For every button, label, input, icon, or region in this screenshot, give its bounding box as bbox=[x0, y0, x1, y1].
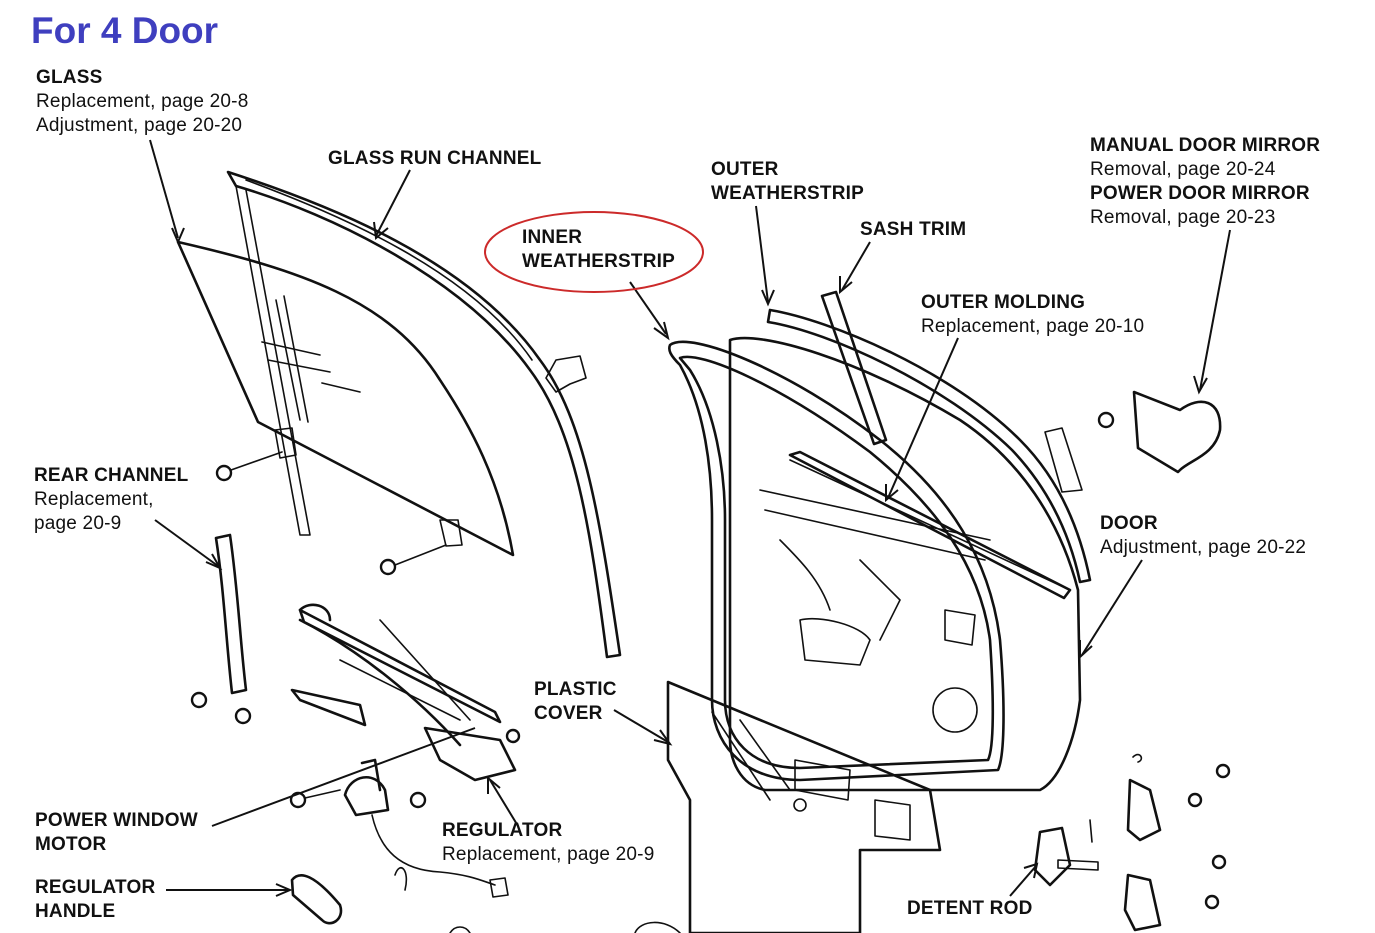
plastic-cover-part bbox=[666, 680, 942, 933]
detent-rod-title: DETENT ROD bbox=[907, 898, 1033, 919]
power-window-motor-title-2: MOTOR bbox=[35, 834, 107, 855]
glass-part bbox=[176, 240, 515, 557]
manual-door-mirror-removal: Removal, page 20-24 bbox=[1090, 159, 1276, 180]
rear-channel-part bbox=[214, 533, 248, 695]
inner-weatherstrip-title-1: INNER bbox=[522, 227, 583, 248]
manual-door-mirror-title: MANUAL DOOR MIRROR bbox=[1090, 135, 1321, 156]
sash-trim-callout: SASH TRIM bbox=[860, 218, 966, 242]
door-adjustment: Adjustment, page 20-22 bbox=[1100, 537, 1307, 558]
door-callout: DOOR Adjustment, page 20-22 bbox=[1100, 512, 1306, 560]
bolts bbox=[190, 411, 1231, 910]
regulator-replacement: Replacement, page 20-9 bbox=[442, 844, 655, 865]
door-mirror-callout: MANUAL DOOR MIRROR Removal, page 20-24 P… bbox=[1090, 134, 1320, 230]
inner-weatherstrip-callout: INNER WEATHERSTRIP bbox=[522, 226, 675, 274]
outer-weatherstrip-title-2: WEATHERSTRIP bbox=[711, 183, 864, 204]
glass-callout: GLASS Replacement, page 20-8 Adjustment,… bbox=[36, 66, 248, 138]
glass-title: GLASS bbox=[36, 67, 103, 88]
glass-replacement: Replacement, page 20-8 bbox=[36, 91, 249, 112]
glass-run-channel-title: GLASS RUN CHANNEL bbox=[328, 148, 542, 169]
rear-channel-callout: REAR CHANNEL Replacement, page 20-9 bbox=[34, 464, 188, 536]
regulator-callout: REGULATOR Replacement, page 20-9 bbox=[442, 819, 654, 867]
outer-weatherstrip-title-1: OUTER bbox=[711, 159, 779, 180]
outer-molding-replacement: Replacement, page 20-10 bbox=[921, 316, 1145, 337]
plastic-cover-callout: PLASTIC COVER bbox=[534, 678, 617, 726]
power-window-motor-title-1: POWER WINDOW bbox=[35, 810, 198, 831]
regulator-handle-callout: REGULATOR HANDLE bbox=[35, 876, 155, 924]
inner-weatherstrip-part bbox=[668, 340, 1005, 782]
outer-molding-callout: OUTER MOLDING Replacement, page 20-10 bbox=[921, 291, 1144, 339]
page-title: For 4 Door bbox=[31, 10, 219, 51]
outer-molding-title: OUTER MOLDING bbox=[921, 292, 1086, 313]
power-door-mirror-title: POWER DOOR MIRROR bbox=[1090, 183, 1310, 204]
glass-run-channel-callout: GLASS RUN CHANNEL bbox=[328, 147, 541, 171]
sash-trim-part bbox=[820, 290, 888, 446]
outer-weatherstrip-callout: OUTER WEATHERSTRIP bbox=[711, 158, 864, 206]
rear-channel-page: page 20-9 bbox=[34, 513, 122, 534]
power-door-mirror-removal: Removal, page 20-23 bbox=[1090, 207, 1276, 228]
outer-weatherstrip-part bbox=[766, 308, 1092, 584]
door-title: DOOR bbox=[1100, 513, 1158, 534]
outer-molding-part bbox=[788, 450, 1072, 600]
power-window-motor-part bbox=[343, 758, 509, 898]
regulator-handle-part bbox=[290, 874, 343, 925]
glass-adjustment: Adjustment, page 20-20 bbox=[36, 115, 243, 136]
inner-weatherstrip-title-2: WEATHERSTRIP bbox=[522, 251, 675, 272]
inner-weatherstrip-highlight-ellipse bbox=[484, 211, 704, 293]
regulator-title: REGULATOR bbox=[442, 820, 563, 841]
plastic-cover-title-1: PLASTIC bbox=[534, 679, 617, 700]
detent-rod-part bbox=[1033, 819, 1099, 887]
power-window-motor-callout: POWER WINDOW MOTOR bbox=[35, 809, 198, 857]
leader-lines bbox=[149, 139, 1231, 897]
misc-part bbox=[449, 921, 681, 933]
sash-trim-title: SASH TRIM bbox=[860, 219, 967, 240]
rear-channel-replacement: Replacement, bbox=[34, 489, 154, 510]
plastic-cover-title-2: COVER bbox=[534, 703, 603, 724]
regulator-handle-title-1: REGULATOR bbox=[35, 877, 156, 898]
door-shell-part bbox=[728, 336, 1082, 792]
regulator-handle-title-2: HANDLE bbox=[35, 901, 116, 922]
detent-rod-callout: DETENT ROD bbox=[907, 897, 1033, 921]
hinge-parts bbox=[1123, 753, 1162, 932]
bracket-part bbox=[545, 355, 587, 393]
regulator-part bbox=[290, 603, 517, 782]
rear-channel-title: REAR CHANNEL bbox=[34, 465, 189, 486]
door-mirror-part bbox=[1044, 390, 1222, 493]
